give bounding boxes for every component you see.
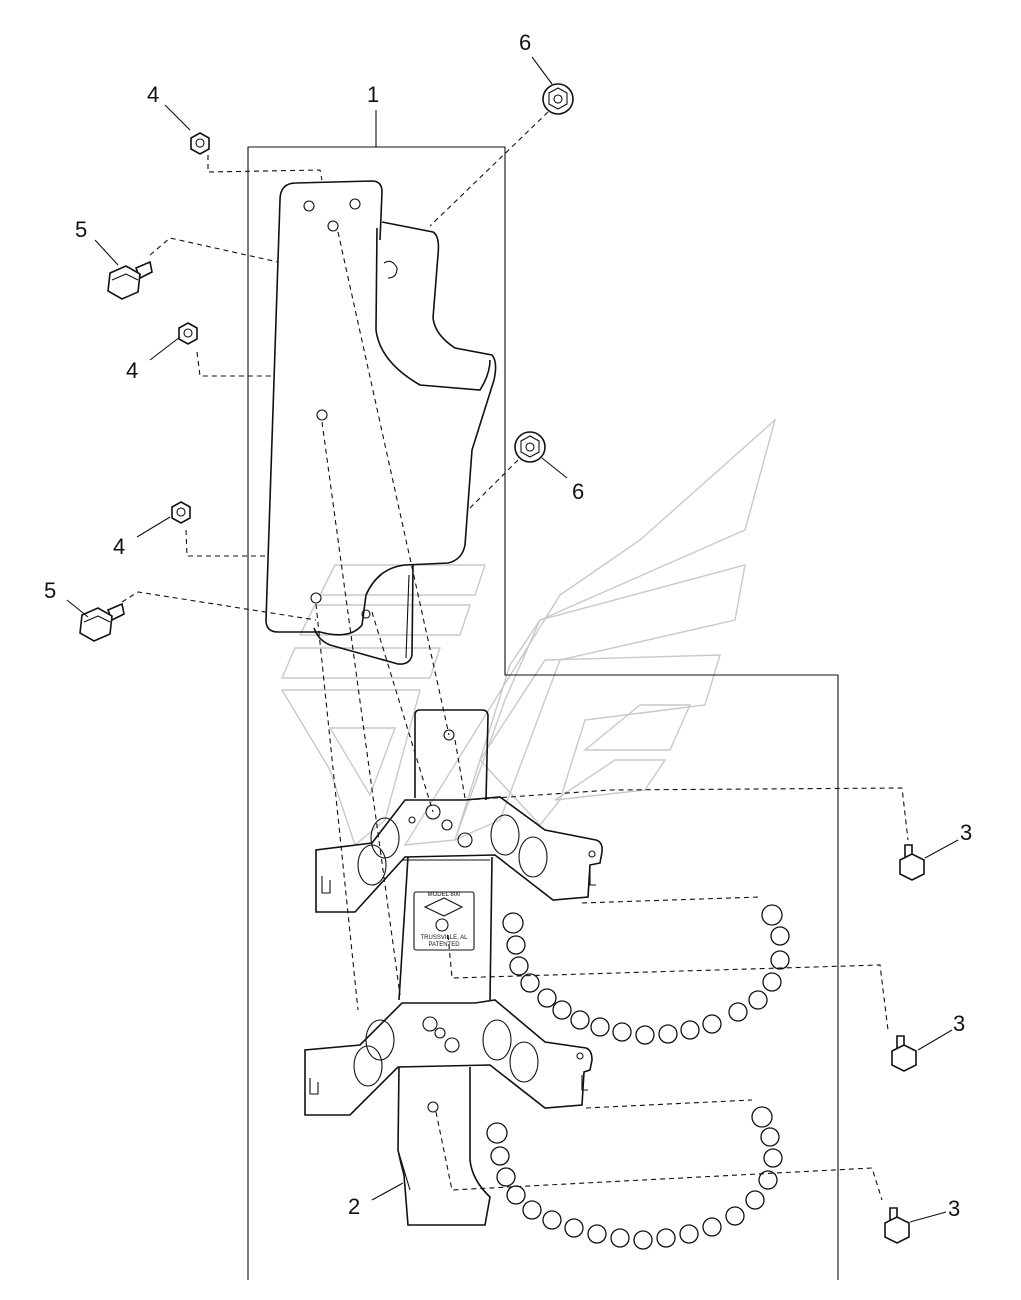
flange-nut-lower bbox=[514, 431, 546, 463]
lower-bracket-tail bbox=[397, 1066, 491, 1226]
callout-3-upper: 3 bbox=[960, 820, 972, 845]
flange-nut-upper bbox=[542, 83, 574, 115]
nameplate-line-1: MODEL 800 bbox=[428, 892, 461, 898]
spacer-block bbox=[414, 709, 489, 801]
callout-4-lower: 4 bbox=[113, 534, 125, 559]
nut-upper bbox=[190, 132, 210, 155]
bolt-upper bbox=[107, 260, 153, 300]
assembly-boundary bbox=[247, 146, 839, 1280]
bolt-3-upper bbox=[899, 844, 925, 881]
assembly-lines bbox=[121, 111, 909, 1201]
lower-retaining-chain bbox=[486, 1106, 783, 1250]
callout-2: 2 bbox=[348, 1194, 360, 1219]
nut-lower bbox=[171, 501, 191, 524]
bolt-3-lower bbox=[884, 1207, 910, 1244]
center-post bbox=[398, 856, 493, 1001]
leader-lines bbox=[66, 56, 959, 1223]
bolt-lower bbox=[79, 602, 125, 642]
callout-3-lower: 3 bbox=[948, 1196, 960, 1221]
callout-1: 1 bbox=[367, 82, 379, 107]
callout-3-middle: 3 bbox=[953, 1011, 965, 1036]
mounting-plate bbox=[265, 180, 383, 633]
callout-5-lower: 5 bbox=[44, 578, 56, 603]
nut-middle bbox=[178, 322, 198, 345]
nameplate-line-3: PATENTED bbox=[428, 942, 460, 948]
nameplate-line-2: TRUSSVILLE, AL bbox=[420, 935, 468, 941]
callout-5-upper: 5 bbox=[75, 217, 87, 242]
callout-4-upper: 4 bbox=[147, 82, 159, 107]
callout-6-lower: 6 bbox=[572, 479, 584, 504]
lower-cylinder-bracket bbox=[304, 999, 593, 1116]
bolt-3-middle bbox=[891, 1035, 917, 1072]
callout-4-middle: 4 bbox=[126, 358, 138, 383]
watermark-logo bbox=[280, 417, 777, 847]
callout-6-upper: 6 bbox=[519, 30, 531, 55]
guard-shield bbox=[313, 221, 497, 665]
upper-retaining-chain bbox=[502, 904, 790, 1045]
